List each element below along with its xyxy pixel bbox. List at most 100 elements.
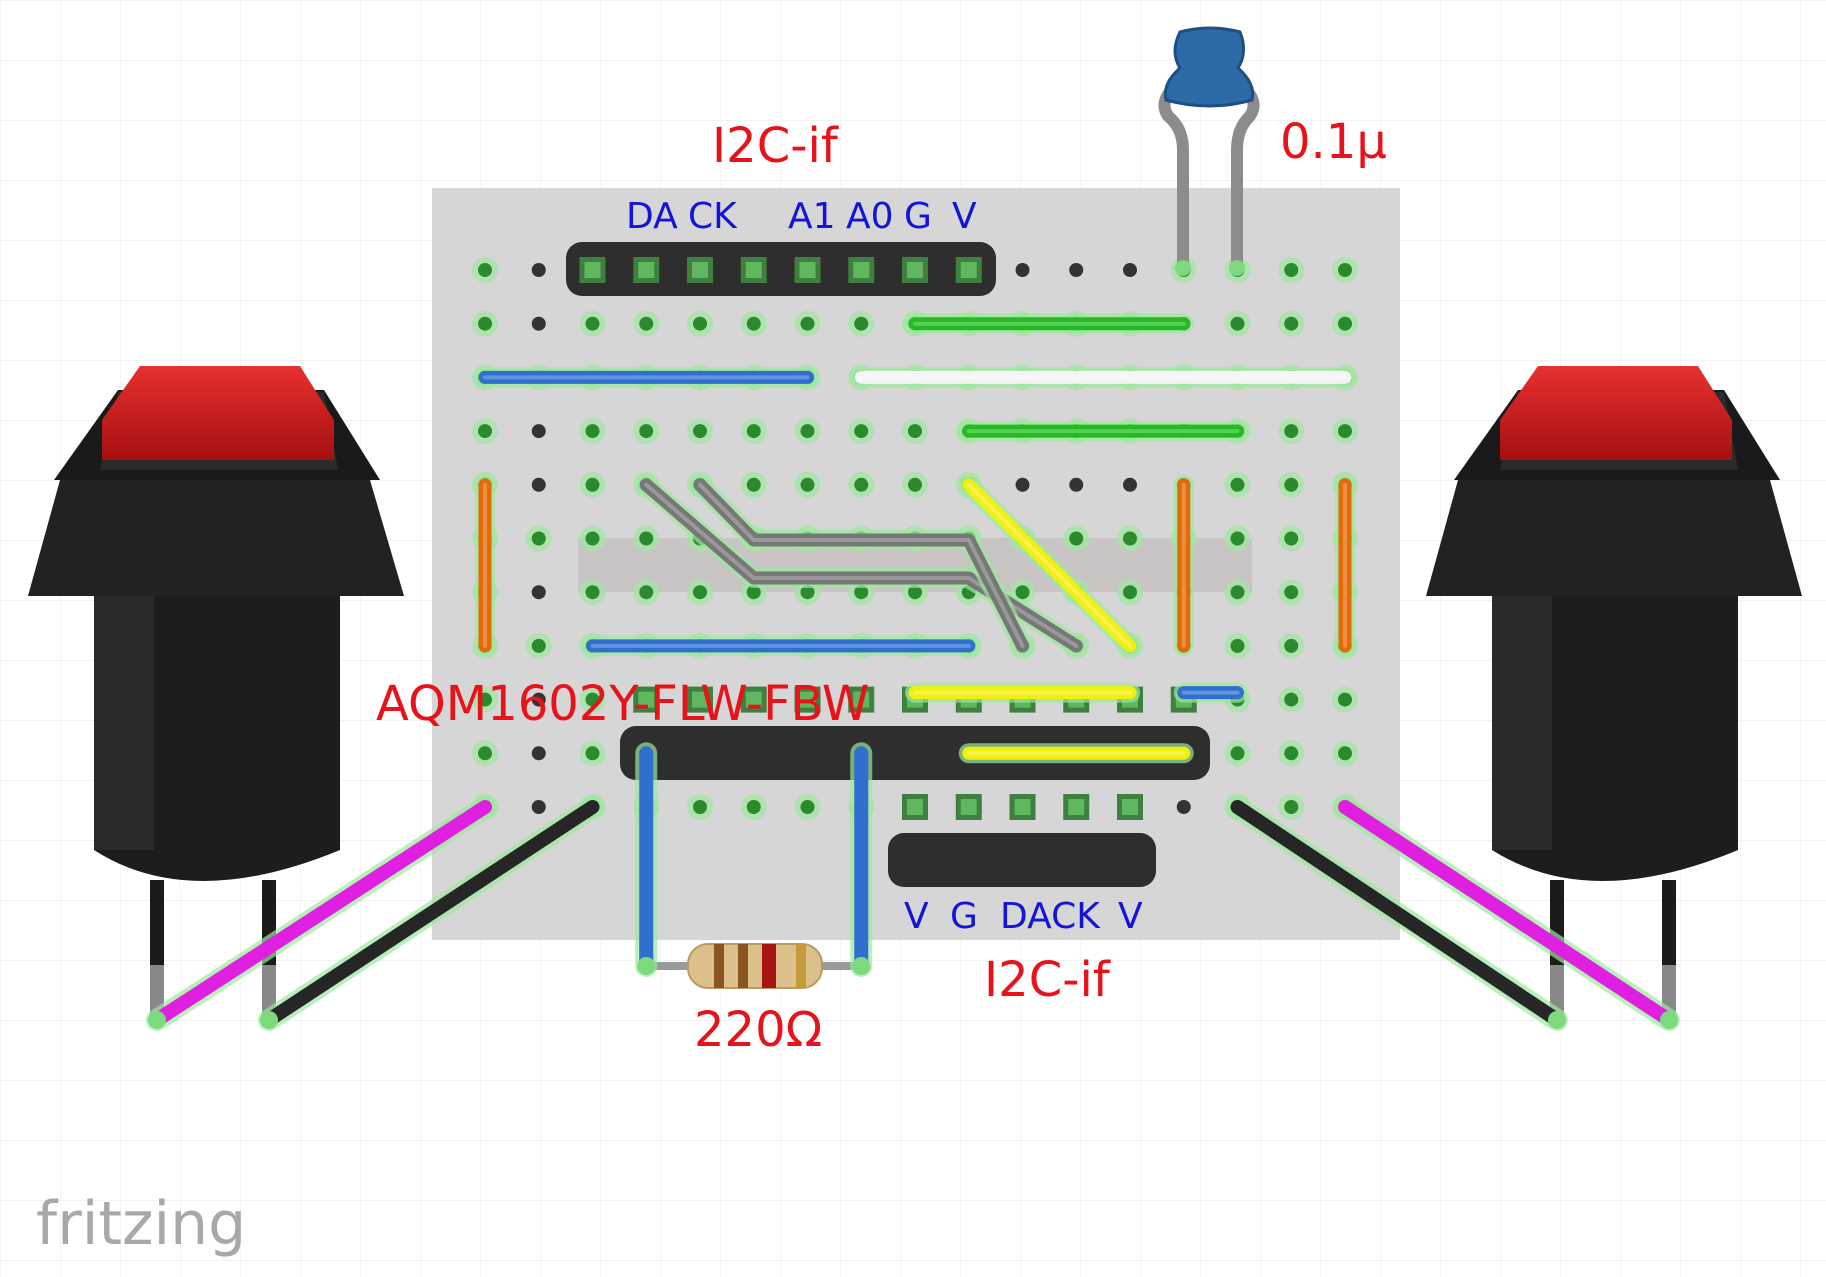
resistor-band-4 — [796, 944, 806, 988]
resistor[interactable] — [646, 943, 862, 989]
top-pin-labels: DA CK A1 A0 G V — [626, 196, 977, 237]
header-pin — [633, 686, 660, 713]
pin-label-dack: DACK — [1000, 896, 1101, 937]
wire-black[interactable] — [1226, 796, 1568, 1031]
board-hole — [531, 800, 546, 814]
board-hole — [1224, 579, 1251, 606]
lead-end — [1548, 1011, 1566, 1029]
board-hole — [1332, 740, 1358, 767]
lead-end — [637, 957, 656, 975]
board-hole — [579, 740, 606, 767]
pin-label-v: V — [952, 196, 977, 237]
header-pin — [794, 686, 821, 713]
board-hole — [902, 471, 928, 498]
board-hole — [687, 794, 713, 820]
board-hole — [1015, 263, 1030, 277]
board-hole — [1278, 686, 1305, 713]
board-hole — [579, 310, 606, 337]
resistor-band-3 — [762, 944, 776, 988]
header-pin — [740, 257, 767, 283]
board-hole — [1224, 740, 1251, 767]
wire-black[interactable] — [258, 796, 604, 1031]
ceramic-capacitor[interactable] — [1158, 26, 1260, 276]
board-hole — [1117, 579, 1143, 606]
board-hole — [1278, 525, 1305, 552]
board-hole — [1278, 310, 1305, 337]
lcd-header[interactable] — [620, 686, 1210, 780]
board-hole — [1278, 632, 1305, 659]
lcd-model-label: AQM1602Y-FLW-FBW — [376, 676, 869, 732]
header-pin — [633, 257, 660, 283]
board-hole — [579, 418, 606, 445]
board-hole — [848, 310, 875, 337]
push-button-right[interactable] — [1426, 366, 1802, 1020]
wire-gray[interactable] — [636, 474, 1087, 656]
pin-label-ck: CK — [688, 196, 738, 237]
wire-magenta[interactable] — [146, 796, 496, 1031]
pin-label-g: G — [904, 196, 932, 237]
board-hole — [794, 794, 821, 820]
board-hole — [472, 418, 498, 445]
board-hole — [740, 418, 767, 445]
board-hole — [531, 316, 546, 331]
board-hole — [1278, 794, 1305, 820]
board-hole — [848, 471, 875, 498]
i2c-bottom-label: I2C-if — [984, 952, 1111, 1008]
lead-end — [148, 1011, 166, 1029]
board-hole — [1278, 418, 1305, 445]
pin-label-v-2: V — [1118, 896, 1143, 937]
header-pin — [902, 794, 928, 820]
board-hole — [1278, 471, 1305, 498]
external-wires — [146, 742, 1680, 1031]
header-pin — [848, 686, 875, 713]
board-hole — [1117, 525, 1143, 552]
board-hole — [1332, 418, 1358, 445]
i2c-top-label: I2C-if — [712, 118, 839, 174]
i2c-interface-header-top[interactable] — [566, 242, 996, 296]
board-hole — [633, 525, 660, 552]
header-pin — [740, 686, 767, 713]
board-hole — [531, 263, 546, 277]
board-hole — [1278, 257, 1305, 283]
fritzing-logo: fritzing — [36, 1189, 246, 1259]
board-hole — [579, 579, 606, 606]
wire-yellow[interactable] — [958, 474, 1140, 656]
wire-magenta[interactable] — [1334, 796, 1680, 1031]
board-hole — [531, 585, 546, 600]
board-hole — [633, 579, 660, 606]
header-pin — [794, 257, 821, 283]
pin-label-a1: A1 — [788, 196, 836, 237]
board-hole — [472, 686, 498, 713]
board-hole — [1224, 471, 1251, 498]
header-pin — [687, 686, 713, 713]
pin-label-da: DA — [626, 196, 678, 237]
lead-end — [852, 957, 871, 975]
board-hole — [633, 310, 660, 337]
board-hole — [1069, 477, 1084, 492]
wire-gray[interactable] — [690, 474, 1033, 656]
board-hole — [740, 794, 767, 820]
board-hole — [1123, 263, 1137, 277]
board-hole — [531, 424, 546, 439]
board-hole — [525, 632, 552, 659]
pin-label-g-1: G — [950, 896, 978, 937]
board-hole — [633, 418, 660, 445]
resistor-value-label: 220Ω — [694, 1002, 822, 1058]
board-hole — [579, 471, 606, 498]
header-pin — [955, 794, 982, 820]
board-hole — [687, 418, 713, 445]
board-hole — [579, 525, 606, 552]
header-pin — [955, 257, 982, 283]
board-hole — [1278, 579, 1305, 606]
board-hole — [472, 310, 498, 337]
board-hole — [794, 310, 821, 337]
board-hole — [1278, 740, 1305, 767]
board-hole — [740, 310, 767, 337]
board-hole — [1224, 632, 1251, 659]
board-hole — [531, 746, 546, 761]
header-pin — [848, 257, 875, 283]
header-pin — [1009, 794, 1036, 820]
i2c-interface-header-bottom[interactable] — [888, 794, 1156, 887]
push-button-left[interactable] — [28, 366, 404, 1020]
